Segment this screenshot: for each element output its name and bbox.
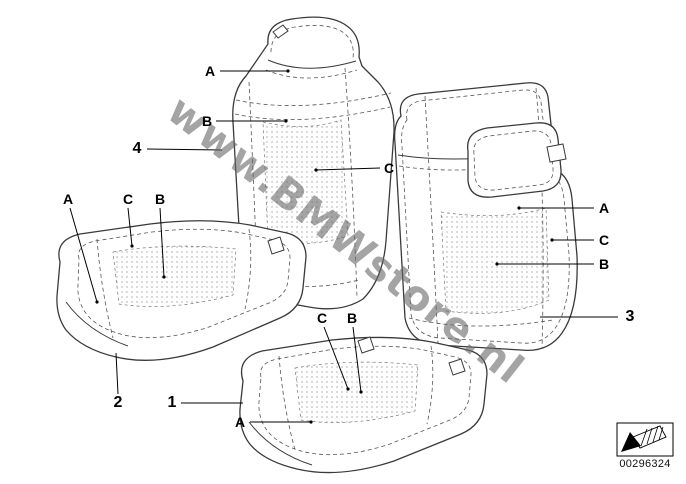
callout-backrest-left-a: A — [204, 63, 216, 79]
callout-backrest-right-b: B — [598, 256, 610, 272]
callout-backrest-left-b: B — [201, 113, 213, 129]
cushion-left-drawing — [56, 220, 307, 361]
callout-leader-lines — [69, 69, 618, 424]
backrest-right-drawing — [393, 82, 578, 352]
cushion-center-drawing — [239, 336, 488, 474]
callout-backrest-left-c: C — [383, 160, 395, 176]
callout-backrest-right-c: C — [598, 232, 610, 248]
callout-part-number-1[interactable]: 1 — [167, 394, 177, 411]
callout-cushion-left-c: C — [122, 191, 134, 207]
callout-cushion-left-b: B — [154, 191, 166, 207]
callout-cushion-center-c: C — [316, 310, 328, 326]
callout-part-number-3[interactable]: 3 — [625, 308, 635, 325]
callout-cushion-left-a: A — [62, 191, 74, 207]
callout-part-number-2[interactable]: 2 — [113, 394, 123, 411]
callout-backrest-right-a: A — [598, 200, 610, 216]
replaced-part-arrow-icon — [616, 422, 674, 457]
callout-part-number-4[interactable]: 4 — [132, 140, 142, 157]
document-number: 00296324 — [619, 458, 671, 470]
callout-cushion-center-a: A — [234, 414, 246, 430]
callout-cushion-center-b: B — [346, 310, 358, 326]
leader-end-dots — [95, 69, 554, 424]
